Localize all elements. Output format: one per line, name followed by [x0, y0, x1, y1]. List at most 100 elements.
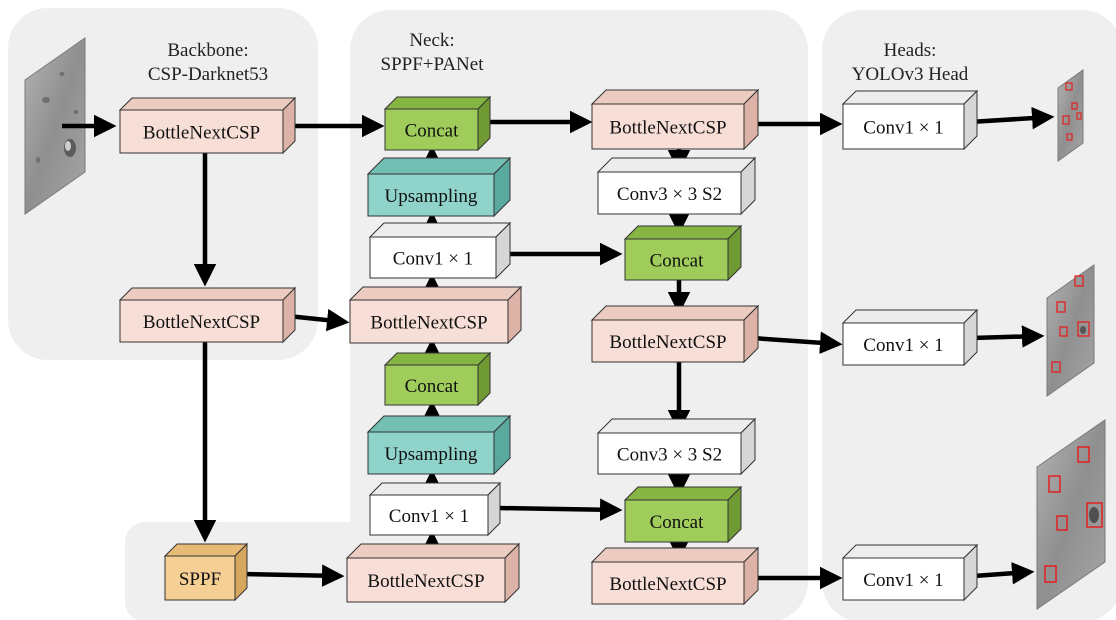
- neck-bottlenext-block-1: BottleNextCSP: [348, 285, 523, 345]
- head-conv1x1-block-2-front-face: [842, 322, 965, 366]
- neck-conv1x1-block-1: Conv1 × 1: [368, 221, 512, 280]
- backbone-bottlenext-block-1-front-face: [119, 109, 284, 154]
- neck-bottlenext-block-1-label: BottleNextCSP: [370, 313, 487, 334]
- neck-conv1x1-block-2-front-face: [369, 494, 489, 536]
- neck-conv1x1-block-1-front-face: [369, 236, 497, 279]
- pan-conv3x3-s2-block-1-front-face: [597, 171, 742, 215]
- neck-upsampling-block-2: Upsampling: [366, 414, 512, 476]
- grayscale-surface-image-icon: [24, 37, 86, 215]
- section-titles: Backbone: CSP-Darknet53 Neck: SPPF+PANet…: [148, 30, 969, 85]
- neck-conv1x1-block-2-top-face: [368, 482, 502, 496]
- head-conv1x1-block-3-front-face: [842, 557, 965, 601]
- pan-concat-block-1-label: Concat: [650, 251, 705, 272]
- neck-concat-block-2-front-face: [384, 364, 479, 406]
- neck-upsampling-block-2-front-face: [367, 431, 495, 475]
- neck-conv1x1-block-1-label: Conv1 × 1: [393, 249, 473, 270]
- sppf-block-top-face: [163, 543, 249, 557]
- head-conv1x1-block-2: Conv1 × 1: [841, 308, 979, 367]
- head-conv1x1-block-3-top-face: [841, 544, 979, 559]
- arrow-conv2-to-pconcat2: [496, 498, 623, 521]
- blocks-layer: BottleNextCSPBottleNextCSPSPPFConcatUpsa…: [118, 88, 979, 606]
- pan-concat-block-2-top-face: [623, 486, 743, 501]
- backbone-bottlenext-block-2-label: BottleNextCSP: [143, 312, 260, 333]
- head-conv1x1-block-2-top-face: [841, 309, 979, 324]
- detection-output-small: [1057, 69, 1084, 162]
- connector-arrows: [62, 106, 1055, 590]
- arrow-hconv2-to-outmedium: [971, 325, 1045, 348]
- detection-output-medium: [1046, 264, 1095, 397]
- pan-conv3x3-s2-block-2: Conv3 × 3 S2: [596, 417, 757, 476]
- pan-bottlenext-block-2-top-face: [590, 305, 760, 321]
- sppf-block-front-face: [164, 555, 236, 601]
- pan-bottlenext-block-1: BottleNextCSP: [590, 88, 760, 151]
- arrow-pbn2-to-hconv2: [751, 331, 843, 354]
- pan-concat-block-1-top-face: [623, 225, 743, 240]
- pan-conv3x3-s2-block-2-label: Conv3 × 3 S2: [617, 445, 722, 466]
- backbone-bottlenext-block-1: BottleNextCSP: [118, 96, 297, 155]
- pan-conv3x3-s2-block-1-top-face: [596, 157, 757, 173]
- neck-conv1x1-block-2-label: Conv1 × 1: [389, 506, 469, 527]
- backbone-bottlenext-block-1-label: BottleNextCSP: [143, 123, 260, 144]
- pan-bottlenext-block-3-label: BottleNextCSP: [609, 574, 726, 595]
- pan-bottlenext-block-3-front-face: [591, 561, 745, 605]
- neck-bottlenext-block-bottom-top-face: [345, 543, 521, 559]
- backbone-bottlenext-block-2-top-face: [118, 287, 297, 301]
- neck-conv1x1-block-1-top-face: [368, 222, 512, 238]
- pan-concat-block-2: Concat: [623, 485, 743, 544]
- neck-concat-block-2: Concat: [383, 351, 492, 407]
- head-conv1x1-block-1: Conv1 × 1: [841, 89, 979, 151]
- head-conv1x1-block-3: Conv1 × 1: [841, 543, 979, 602]
- arrow-sppf-to-nbnbottom: [239, 564, 345, 587]
- neck-concat-block-2-label: Concat: [405, 376, 460, 397]
- neck-upsampling-block-1-front-face: [367, 173, 495, 217]
- neck-concat-block-1-front-face: [384, 108, 479, 151]
- pan-concat-block-1-front-face: [624, 238, 729, 281]
- heads-title-line1: Heads:: [884, 40, 937, 61]
- pan-bottlenext-block-2-label: BottleNextCSP: [609, 332, 726, 353]
- pan-concat-block-1: Concat: [623, 224, 743, 282]
- heads-title-line2: YOLOv3 Head: [852, 64, 969, 85]
- neck-concat-block-1-label: Concat: [405, 121, 460, 142]
- pan-bottlenext-block-1-front-face: [591, 103, 745, 150]
- pan-bottlenext-block-2: BottleNextCSP: [590, 304, 760, 364]
- neck-bottlenext-block-1-front-face: [349, 299, 509, 344]
- detection-output-large: [1036, 419, 1106, 610]
- pan-conv3x3-s2-block-1-label: Conv3 × 3 S2: [617, 184, 722, 205]
- neck-concat-block-1: Concat: [383, 95, 492, 152]
- pan-conv3x3-s2-block-2-top-face: [596, 418, 757, 434]
- head-conv1x1-block-1-front-face: [842, 103, 965, 150]
- backbone-title-line1: Backbone:: [167, 40, 248, 61]
- neck-concat-block-2-top-face: [383, 352, 492, 366]
- neck-upsampling-block-2-label: Upsampling: [385, 444, 478, 465]
- backbone-bottlenext-block-2-front-face: [119, 299, 284, 343]
- pan-bottlenext-block-2-front-face: [591, 319, 745, 363]
- neck-title-line2: SPPF+PANet: [381, 54, 485, 75]
- sppf-block: SPPF: [163, 542, 249, 602]
- neck-upsampling-block-2-top-face: [366, 415, 512, 433]
- neck-upsampling-block-1-label: Upsampling: [385, 186, 478, 207]
- backbone-title-line2: CSP-Darknet53: [148, 64, 268, 85]
- head-conv1x1-block-2-label: Conv1 × 1: [863, 335, 943, 356]
- neck-concat-block-1-top-face: [383, 96, 492, 110]
- neck-bottlenext-block-bottom-label: BottleNextCSP: [367, 571, 484, 592]
- neck-bottlenext-block-1-top-face: [348, 286, 523, 301]
- sppf-block-label: SPPF: [179, 569, 221, 590]
- head-conv1x1-block-1-top-face: [841, 90, 979, 105]
- backbone-bottlenext-block-2: BottleNextCSP: [118, 286, 297, 344]
- neck-upsampling-block-1-top-face: [366, 157, 512, 175]
- neck-conv1x1-block-2: Conv1 × 1: [368, 481, 502, 537]
- pan-concat-block-2-label: Concat: [650, 512, 705, 533]
- pan-conv3x3-s2-block-1: Conv3 × 3 S2: [596, 156, 757, 216]
- neck-title-line1: Neck:: [409, 30, 454, 51]
- head-conv1x1-block-3-label: Conv1 × 1: [863, 570, 943, 591]
- arrow-hconv3-to-outlarge: [973, 562, 1035, 585]
- pan-bottlenext-block-1-label: BottleNextCSP: [609, 118, 726, 139]
- neck-bottlenext-block-bottom: BottleNextCSP: [345, 542, 521, 604]
- pan-bottlenext-block-1-top-face: [590, 89, 760, 105]
- arrow-hconv1-to-outsmall: [969, 106, 1055, 130]
- pan-conv3x3-s2-block-2-front-face: [597, 432, 742, 475]
- neck-upsampling-block-1: Upsampling: [366, 156, 512, 218]
- backbone-bottlenext-block-1-top-face: [118, 97, 297, 111]
- pan-bottlenext-block-3: BottleNextCSP: [590, 546, 760, 606]
